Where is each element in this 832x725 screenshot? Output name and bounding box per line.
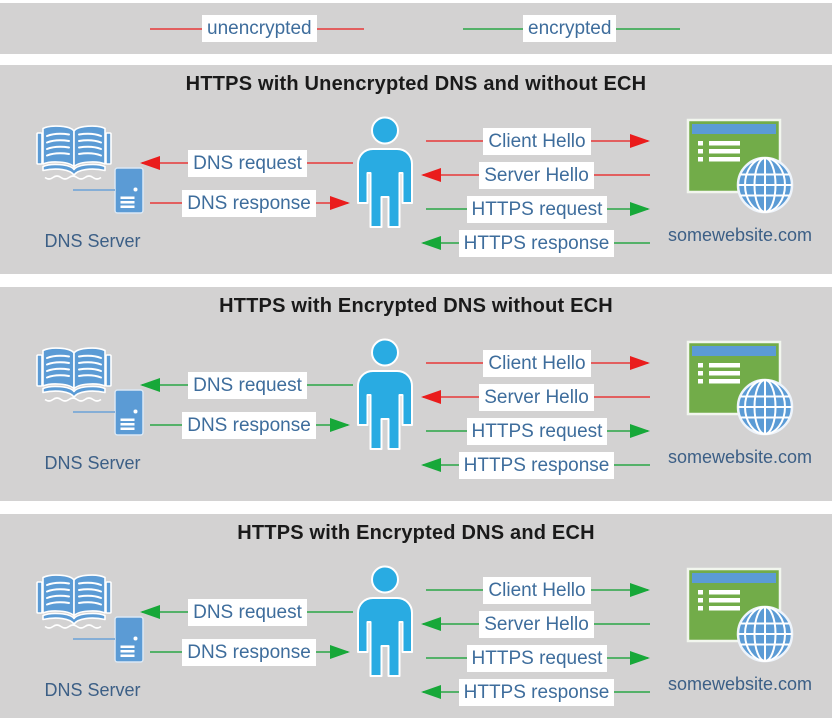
arrow-dns-response: DNS response — [148, 637, 350, 667]
panel-title: HTTPS with Unencrypted DNS and without E… — [185, 73, 647, 95]
open-book-icon — [36, 574, 112, 629]
arrowhead-left-icon — [140, 605, 160, 619]
website-icon — [686, 118, 794, 214]
arrow-dns-request: DNS request — [140, 148, 355, 178]
arrow-https-request: HTTPS request — [424, 194, 650, 224]
arrow-server-hello: Server Hello — [421, 382, 652, 412]
legend-label-encrypted: encrypted — [523, 15, 617, 42]
arrow-label: HTTPS request — [466, 417, 608, 445]
arrowhead-right-icon — [630, 134, 650, 148]
arrow-dns-response: DNS response — [148, 188, 350, 218]
website-caption: somewebsite.com — [667, 447, 813, 467]
arrowhead-right-icon — [630, 424, 650, 438]
arrow-label: HTTPS request — [466, 644, 608, 672]
person-icon — [357, 565, 413, 677]
legend-label-unencrypted: unencrypted — [202, 15, 317, 42]
website-caption: somewebsite.com — [667, 225, 813, 245]
person-icon — [357, 338, 413, 450]
arrow-https-response: HTTPS response — [421, 677, 652, 707]
arrow-label: Server Hello — [479, 161, 594, 189]
arrow-label: Client Hello — [483, 349, 591, 377]
arrow-label: DNS response — [182, 411, 316, 439]
arrowhead-left-icon — [421, 617, 441, 631]
panel-unencrypted-dns-without-ech: HTTPS with Unencrypted DNS and without E… — [0, 65, 832, 274]
arrow-label: DNS response — [182, 638, 316, 666]
arrowhead-right-icon — [630, 583, 650, 597]
open-book-icon — [36, 125, 112, 180]
arrow-https-request: HTTPS request — [424, 416, 650, 446]
book-server-connector-line — [73, 638, 115, 640]
arrowhead-right-icon — [630, 356, 650, 370]
unencrypted-line-icon — [316, 27, 364, 30]
arrow-label: DNS response — [182, 189, 316, 217]
open-book-icon — [36, 347, 112, 402]
panel-encrypted-dns-and-ech: HTTPS with Encrypted DNS and ECH DNS Se — [0, 514, 832, 718]
book-server-connector-line — [73, 189, 115, 191]
arrow-label: HTTPS response — [458, 451, 615, 479]
encrypted-line-icon — [616, 27, 681, 30]
arrow-label: Client Hello — [483, 576, 591, 604]
encrypted-line-icon — [463, 27, 523, 30]
arrowhead-left-icon — [140, 378, 160, 392]
arrow-server-hello: Server Hello — [421, 609, 652, 639]
arrowhead-left-icon — [421, 458, 441, 472]
arrowhead-right-icon — [630, 651, 650, 665]
website-caption: somewebsite.com — [667, 674, 813, 694]
arrow-server-hello: Server Hello — [421, 160, 652, 190]
legend-item-encrypted: encrypted — [463, 3, 681, 54]
arrow-https-request: HTTPS request — [424, 643, 650, 673]
arrowhead-left-icon — [421, 236, 441, 250]
arrowhead-left-icon — [421, 390, 441, 404]
arrow-https-response: HTTPS response — [421, 228, 652, 258]
arrow-label: HTTPS request — [466, 195, 608, 223]
legend-item-unencrypted: unencrypted — [150, 3, 364, 54]
arrow-label: DNS request — [188, 371, 307, 399]
arrowhead-right-icon — [330, 418, 350, 432]
person-icon — [357, 116, 413, 228]
panel-encrypted-dns-without-ech: HTTPS with Encrypted DNS without ECH DN — [0, 287, 832, 501]
arrow-label: DNS request — [188, 149, 307, 177]
panel-title: HTTPS with Encrypted DNS and ECH — [237, 522, 595, 544]
arrow-client-hello: Client Hello — [424, 575, 650, 605]
server-icon — [114, 616, 144, 663]
panel-title: HTTPS with Encrypted DNS without ECH — [219, 295, 613, 317]
arrow-dns-request: DNS request — [140, 597, 355, 627]
legend-bar: unencrypted encrypted — [0, 3, 832, 54]
arrow-https-response: HTTPS response — [421, 450, 652, 480]
arrowhead-right-icon — [630, 202, 650, 216]
arrowhead-left-icon — [140, 156, 160, 170]
arrow-dns-response: DNS response — [148, 410, 350, 440]
arrow-dns-request: DNS request — [140, 370, 355, 400]
dns-server-caption: DNS Server — [44, 231, 141, 251]
arrow-label: HTTPS response — [458, 229, 615, 257]
arrow-client-hello: Client Hello — [424, 126, 650, 156]
server-icon — [114, 167, 144, 214]
arrow-label: HTTPS response — [458, 678, 615, 706]
arrow-client-hello: Client Hello — [424, 348, 650, 378]
arrow-label: DNS request — [188, 598, 307, 626]
book-server-connector-line — [73, 411, 115, 413]
dns-server-caption: DNS Server — [44, 453, 141, 473]
dns-server-caption: DNS Server — [44, 680, 141, 700]
website-icon — [686, 340, 794, 436]
arrow-label: Server Hello — [479, 383, 594, 411]
arrowhead-right-icon — [330, 645, 350, 659]
arrowhead-left-icon — [421, 685, 441, 699]
arrow-label: Server Hello — [479, 610, 594, 638]
arrowhead-right-icon — [330, 196, 350, 210]
arrowhead-left-icon — [421, 168, 441, 182]
website-icon — [686, 567, 794, 663]
arrow-label: Client Hello — [483, 127, 591, 155]
unencrypted-line-icon — [150, 27, 202, 30]
server-icon — [114, 389, 144, 436]
